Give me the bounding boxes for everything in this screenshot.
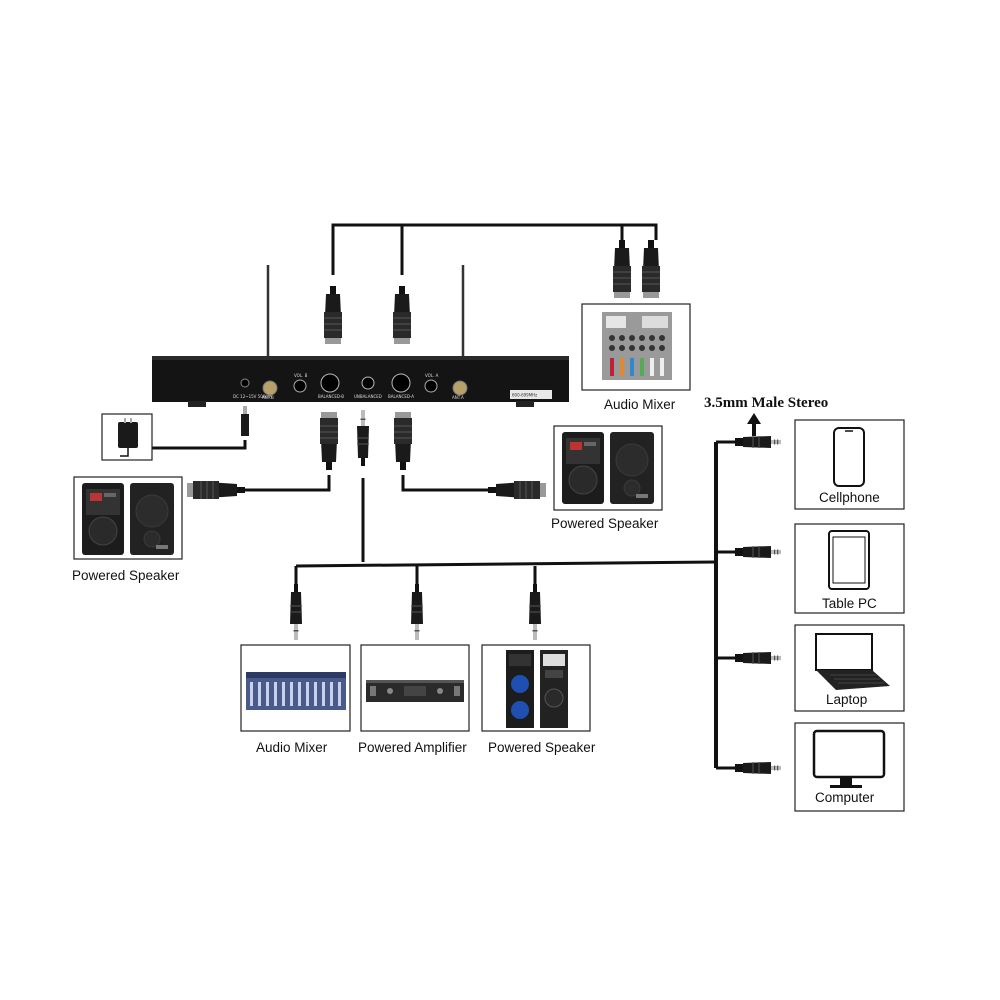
dc-label: DC 12~15V 500mA — [233, 394, 272, 399]
xlr-connector-icon — [392, 285, 412, 345]
powered-speaker-mid-box: Powered Speaker — [551, 425, 663, 531]
powered-amplifier-box: Powered Amplifier — [358, 644, 470, 755]
powered-speaker-left-label: Powered Speaker — [72, 568, 180, 583]
arrow-up-icon — [747, 413, 761, 436]
monitor-icon — [812, 729, 886, 788]
wireless-receiver: DC 12~15V 500mA ANT.B VOL. B BALANCED-B … — [152, 265, 569, 407]
xlr-connector-icon — [641, 239, 661, 299]
cellphone-label: Cellphone — [819, 490, 880, 505]
cables — [152, 223, 735, 770]
xlr-connector-icon — [323, 285, 343, 345]
audio-mixer-top-box: Audio Mixer — [581, 303, 691, 412]
ant-a-connector — [452, 380, 468, 396]
quarter-inch-jack-icon — [410, 583, 424, 641]
ant-b-label: ANT.B — [262, 395, 274, 400]
ant-b-connector — [262, 380, 278, 396]
balanced-a-socket — [391, 373, 411, 393]
xlr-connector-icon — [319, 411, 339, 471]
powered-speaker-bottom-box: Powered Speaker — [481, 644, 596, 755]
quarter-inch-jack-icon — [289, 583, 303, 641]
xlr-connector-icon — [612, 239, 632, 299]
balanced-b-socket — [320, 373, 340, 393]
amplifier-icon — [366, 680, 464, 702]
mini-plug-icon — [734, 651, 782, 665]
power-adapter-icon — [118, 418, 138, 457]
laptop-box: Laptop — [794, 624, 905, 712]
table-pc-label: Table PC — [822, 596, 877, 611]
dc-plug — [241, 406, 249, 436]
vol-a-label: VOL. A — [425, 373, 439, 378]
balanced-b-label: BALANCED-B — [318, 394, 344, 399]
powered-speaker-mid-label: Powered Speaker — [551, 516, 659, 531]
powered-speaker-left-box: Powered Speaker — [72, 476, 183, 583]
xlr-connector-icon — [393, 411, 413, 471]
computer-box: Computer — [794, 722, 905, 812]
quarter-inch-jack-icon — [528, 583, 542, 641]
cellphone-box: Cellphone — [794, 419, 905, 510]
quarter-inch-jack-icon — [356, 409, 370, 467]
mini-plug-icon — [734, 761, 782, 775]
cable-top-loop — [331, 223, 658, 275]
powered-amplifier-label: Powered Amplifier — [358, 740, 467, 755]
unbalanced-label: UNBALANCED — [354, 394, 382, 399]
audio-mixer-bottom-box: Audio Mixer — [240, 644, 351, 755]
xlr-connector-icon — [186, 480, 246, 500]
cellphone-icon — [833, 427, 865, 487]
cable-balanced-b — [245, 475, 331, 492]
xlr-connector-icon — [487, 480, 547, 500]
mixer-icon — [246, 672, 346, 710]
computer-label: Computer — [815, 790, 875, 805]
powered-speaker-bottom-label: Powered Speaker — [488, 740, 596, 755]
tablet-icon — [828, 530, 870, 590]
vol-b-label: VOL. B — [294, 373, 308, 378]
audio-mixer-bottom-label: Audio Mixer — [256, 740, 328, 755]
ant-a-label: ANT.A — [452, 395, 464, 400]
table-pc-box: Table PC — [794, 523, 905, 614]
dc-jack — [240, 378, 250, 388]
mini-plug-icon — [734, 435, 782, 449]
vol-a-knob — [424, 379, 438, 393]
vol-b-knob — [293, 379, 307, 393]
mini-plug-icon — [734, 545, 782, 559]
stereo-callout: 3.5mm Male Stereo — [704, 395, 828, 436]
power-adapter-box — [101, 413, 153, 461]
receiver-body — [152, 356, 569, 402]
cable-balanced-a — [401, 475, 488, 492]
laptop-icon — [815, 633, 890, 690]
speaker-icon — [506, 650, 568, 728]
freq-label: 600-699MHz — [512, 393, 537, 398]
cable-power — [152, 440, 247, 450]
audio-mixer-top-label: Audio Mixer — [604, 397, 676, 412]
balanced-a-label: BALANCED-A — [388, 394, 414, 399]
cable-main-bus — [295, 560, 717, 568]
laptop-label: Laptop — [826, 692, 867, 707]
unbalanced-socket — [361, 376, 375, 390]
freq-sticker — [510, 390, 552, 399]
stereo-label: 3.5mm Male Stereo — [704, 395, 828, 411]
mixer-icon — [602, 312, 672, 380]
